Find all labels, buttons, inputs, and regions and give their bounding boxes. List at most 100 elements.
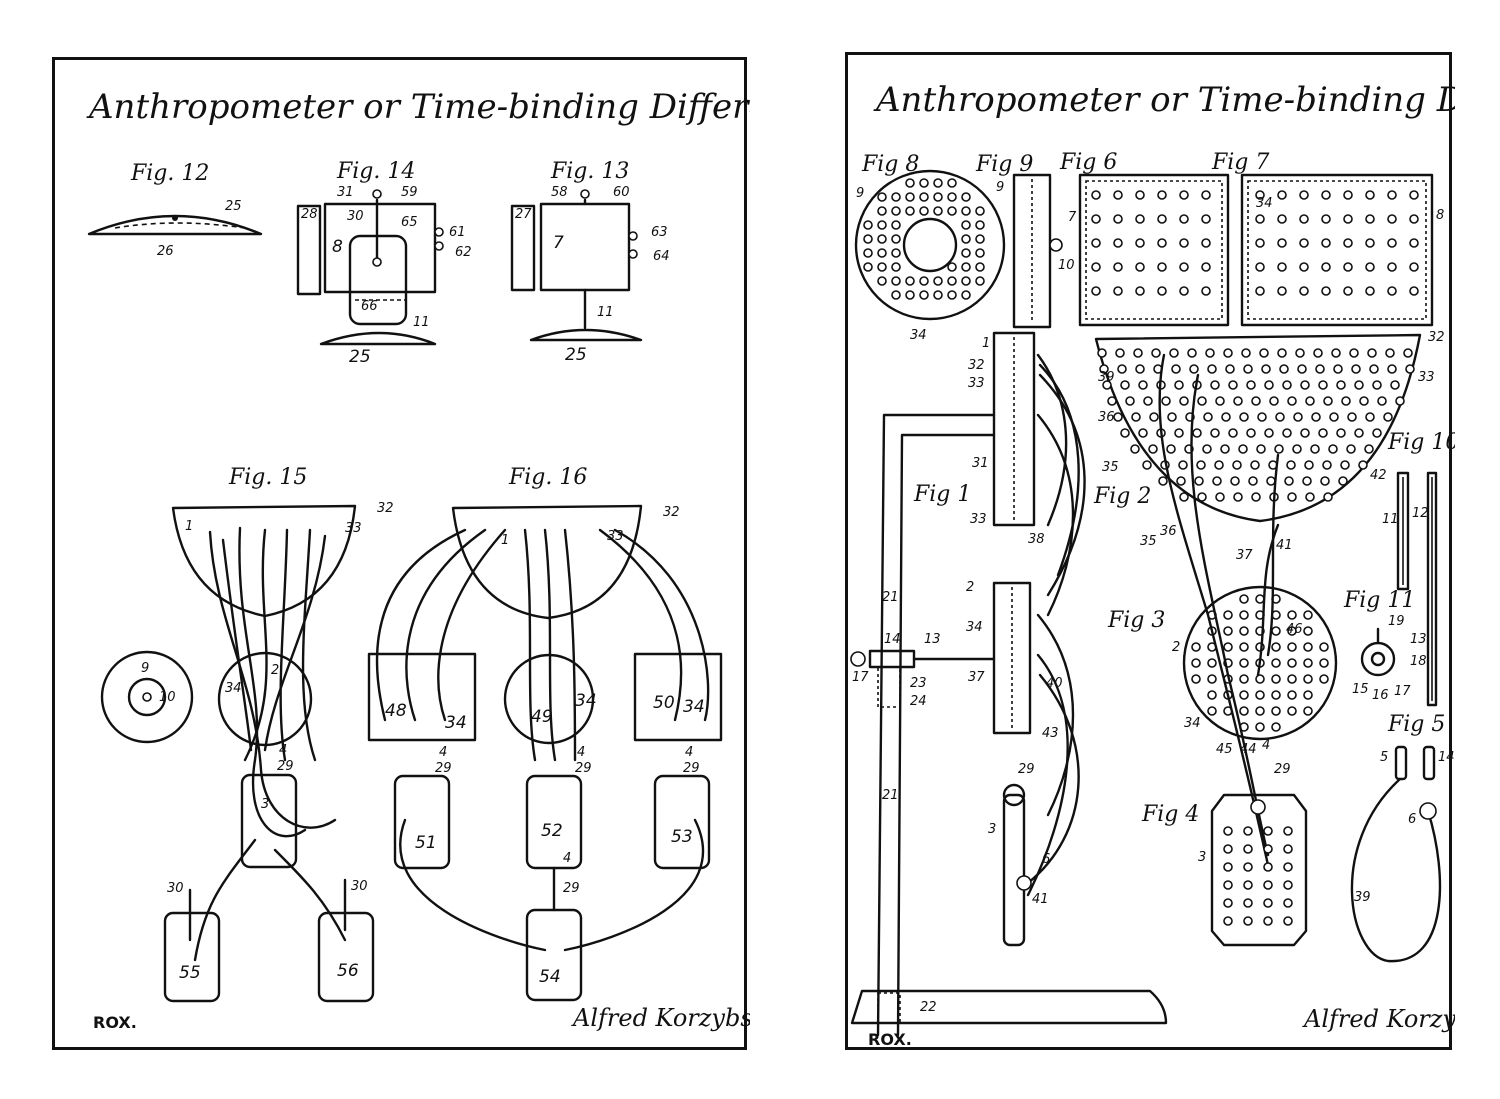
perforation-hole: [1192, 428, 1202, 438]
fig13-label-63: 63: [651, 225, 668, 240]
perforation-hole: [1255, 286, 1265, 296]
perforation-hole: [1365, 238, 1375, 248]
perforation-hole: [933, 192, 943, 202]
perforation-hole: [1295, 348, 1305, 358]
perforation-hole: [1351, 364, 1361, 374]
perforation-hole: [1387, 262, 1397, 272]
perforation-hole: [1271, 722, 1281, 732]
perforation-hole: [1135, 238, 1145, 248]
perforation-hole: [1263, 898, 1273, 908]
perforation-hole: [961, 220, 971, 230]
fig16-label-34b: 34: [575, 691, 597, 711]
fig3-label-29: 29: [1274, 762, 1291, 777]
fig4-holes: [1223, 826, 1293, 926]
fig16-label: Fig. 16: [508, 465, 587, 490]
perforation-hole: [1187, 348, 1197, 358]
perforation-hole: [1223, 916, 1233, 926]
perforation-hole: [1246, 428, 1256, 438]
perforation-hole: [1179, 262, 1189, 272]
fig15-label-56: 56: [337, 961, 359, 981]
perforation-hole: [1178, 460, 1188, 470]
fig3-label-46: 46: [1286, 622, 1303, 637]
perforation-hole: [1256, 444, 1266, 454]
fig16-label-51: 51: [415, 833, 437, 853]
perforation-hole: [1387, 190, 1397, 200]
perforation-hole: [1409, 214, 1419, 224]
fig7-label-34: 34: [1256, 196, 1273, 211]
fig16-label-29b: 29: [575, 761, 592, 776]
fig1-label-31: 31: [972, 456, 989, 471]
perforation-hole: [1223, 844, 1233, 854]
perforation-hole: [905, 290, 915, 300]
fig16-label-33: 33: [607, 529, 624, 544]
perforation-hole: [1157, 214, 1167, 224]
fig13-drawing: [510, 189, 643, 342]
perforation-hole: [1099, 364, 1109, 374]
perforation-hole: [1207, 364, 1217, 374]
fig12-label-26: 26: [157, 244, 174, 259]
perforation-hole: [891, 276, 901, 286]
fig1-label-29: 29: [1018, 762, 1035, 777]
fig1-label-14: 14: [884, 632, 901, 647]
fig15-label-29: 29: [277, 759, 294, 774]
perforation-hole: [1241, 348, 1251, 358]
perforation-hole: [1300, 428, 1310, 438]
perforation-hole: [1233, 492, 1243, 502]
perforation-hole: [1321, 214, 1331, 224]
perforation-hole: [1196, 460, 1206, 470]
fig1-label-1: 1: [982, 336, 990, 351]
fig14-label-66: 66: [361, 299, 378, 314]
perforation-hole: [1277, 262, 1287, 272]
fig1-label-17: 17: [852, 670, 869, 685]
perforation-hole: [1283, 862, 1293, 872]
perforation-hole: [1387, 238, 1397, 248]
fig5-label-5: 5: [1380, 750, 1388, 765]
perforation-hole: [1238, 444, 1248, 454]
fig1-label-41: 41: [1032, 892, 1049, 907]
perforation-hole: [877, 206, 887, 216]
perforation-hole: [1354, 428, 1364, 438]
perforation-hole: [1283, 916, 1293, 926]
perforation-hole: [905, 192, 915, 202]
perforation-hole: [1223, 880, 1233, 890]
fig3-label-36: 36: [1160, 524, 1177, 539]
perforation-hole: [1385, 348, 1395, 358]
perforation-hole: [1239, 594, 1249, 604]
fig16-label-4a: 4: [439, 745, 447, 760]
perforation-hole: [1174, 380, 1184, 390]
perforation-hole: [1343, 262, 1353, 272]
perforation-hole: [905, 178, 915, 188]
perforation-hole: [1135, 214, 1145, 224]
fig14-label-30: 30: [347, 209, 364, 224]
perforation-hole: [1171, 364, 1181, 374]
perforation-hole: [1201, 262, 1211, 272]
perforation-hole: [1387, 286, 1397, 296]
fig3-label-45: 45: [1216, 742, 1233, 757]
fig8-holes: [863, 178, 985, 300]
perforation-hole: [1243, 916, 1253, 926]
perforation-hole: [1279, 364, 1289, 374]
perforation-hole: [1230, 476, 1240, 486]
perforation-hole: [891, 248, 901, 258]
perforation-hole: [947, 206, 957, 216]
perforation-hole: [919, 192, 929, 202]
perforation-hole: [1336, 428, 1346, 438]
fig2-label-32: 32: [1428, 330, 1445, 345]
fig7-label: Fig 7: [1211, 150, 1269, 175]
perforation-hole: [1299, 262, 1309, 272]
perforation-hole: [1243, 844, 1253, 854]
perforation-hole: [1215, 492, 1225, 502]
perforation-hole: [1191, 674, 1201, 684]
right-title: Anthropometer or Time-binding Differenti…: [873, 80, 1455, 120]
perforation-hole: [1117, 364, 1127, 374]
perforation-hole: [1179, 396, 1189, 406]
perforation-hole: [1287, 706, 1297, 716]
fig1-label-31b: 37: [968, 670, 985, 685]
fig14-label: Fig. 14: [336, 159, 415, 184]
fig16-label-4d: 4: [563, 851, 571, 866]
perforation-hole: [1201, 190, 1211, 200]
perforation-hole: [1097, 348, 1107, 358]
fig9-label-9: 9: [996, 180, 1004, 195]
perforation-hole: [1271, 674, 1281, 684]
perforation-hole: [933, 178, 943, 188]
